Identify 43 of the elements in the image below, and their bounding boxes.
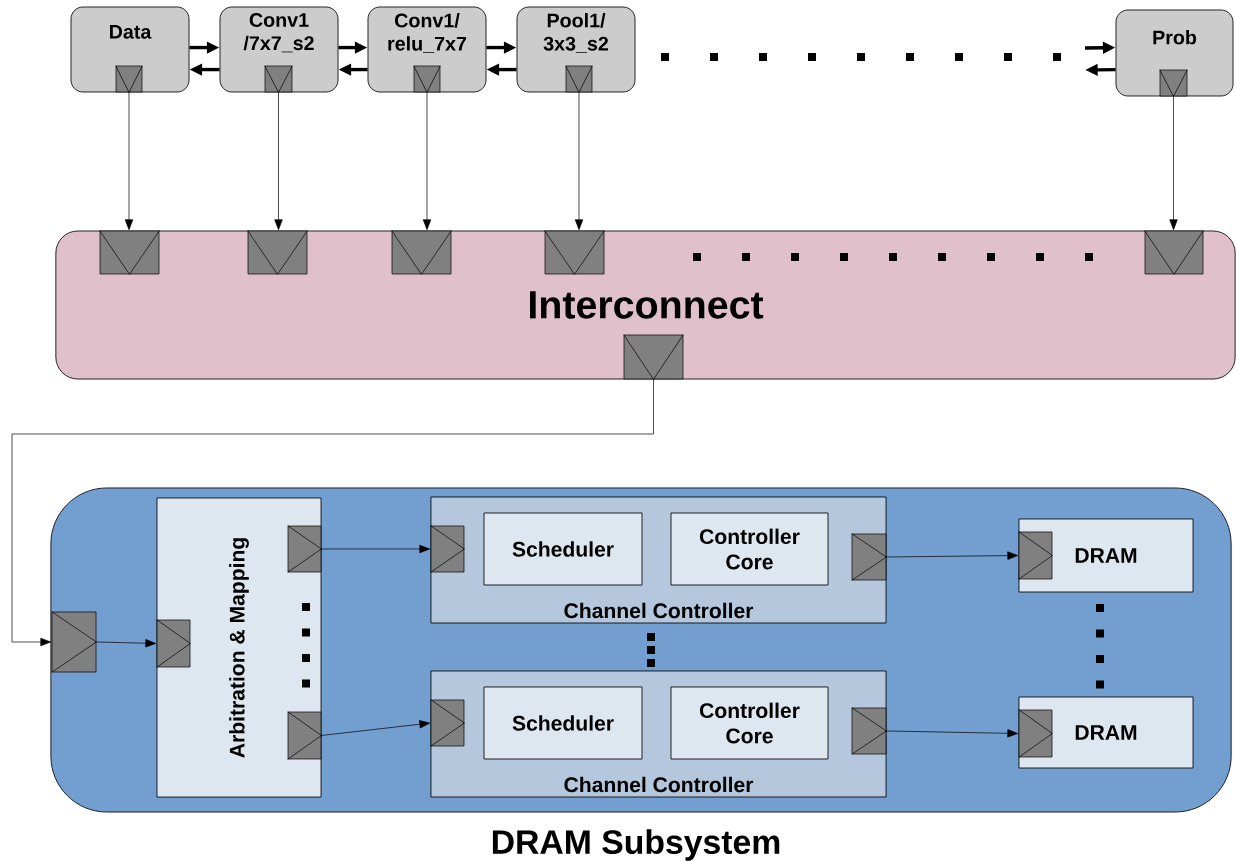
port (1018, 531, 1053, 580)
arrow (96, 639, 156, 648)
port (247, 230, 308, 275)
arrow (124, 92, 134, 230)
arrow (886, 551, 1018, 560)
port (1159, 69, 1188, 97)
module-box: Scheduler (483, 512, 643, 586)
port (430, 699, 465, 747)
layer-box: Prob (1115, 9, 1234, 97)
heading: DRAM Subsystem (492, 829, 780, 861)
port (623, 334, 684, 380)
arrow (574, 92, 584, 230)
arrow (321, 544, 430, 554)
layer-box: Conv1 /7x7_s2 (219, 6, 339, 93)
port (851, 533, 887, 581)
arrow (422, 92, 432, 230)
port (99, 230, 160, 275)
port (115, 65, 143, 93)
layer-box: Pool1/ 3x3_s2 (516, 6, 636, 93)
arrow (274, 92, 283, 230)
port (287, 525, 322, 573)
port (544, 230, 605, 275)
arrow (1169, 96, 1178, 230)
interconnect-band: Interconnect (55, 230, 1236, 380)
arrow (11, 379, 654, 647)
port (1018, 709, 1053, 758)
port (565, 65, 593, 93)
module-box: Controller Core (670, 686, 829, 760)
port (851, 707, 887, 755)
arrow (886, 729, 1018, 738)
port (51, 611, 97, 673)
port (391, 230, 452, 275)
port (287, 711, 322, 760)
port (156, 619, 191, 668)
port (413, 65, 441, 93)
port (1144, 230, 1204, 275)
layer-box: Data (70, 6, 190, 93)
module-box: Controller Core (670, 512, 829, 586)
arrow (321, 720, 430, 736)
port (264, 65, 293, 93)
layer-box: Conv1/ relu_7x7 (367, 6, 487, 93)
port (430, 525, 465, 573)
module-box: Scheduler (483, 686, 643, 760)
